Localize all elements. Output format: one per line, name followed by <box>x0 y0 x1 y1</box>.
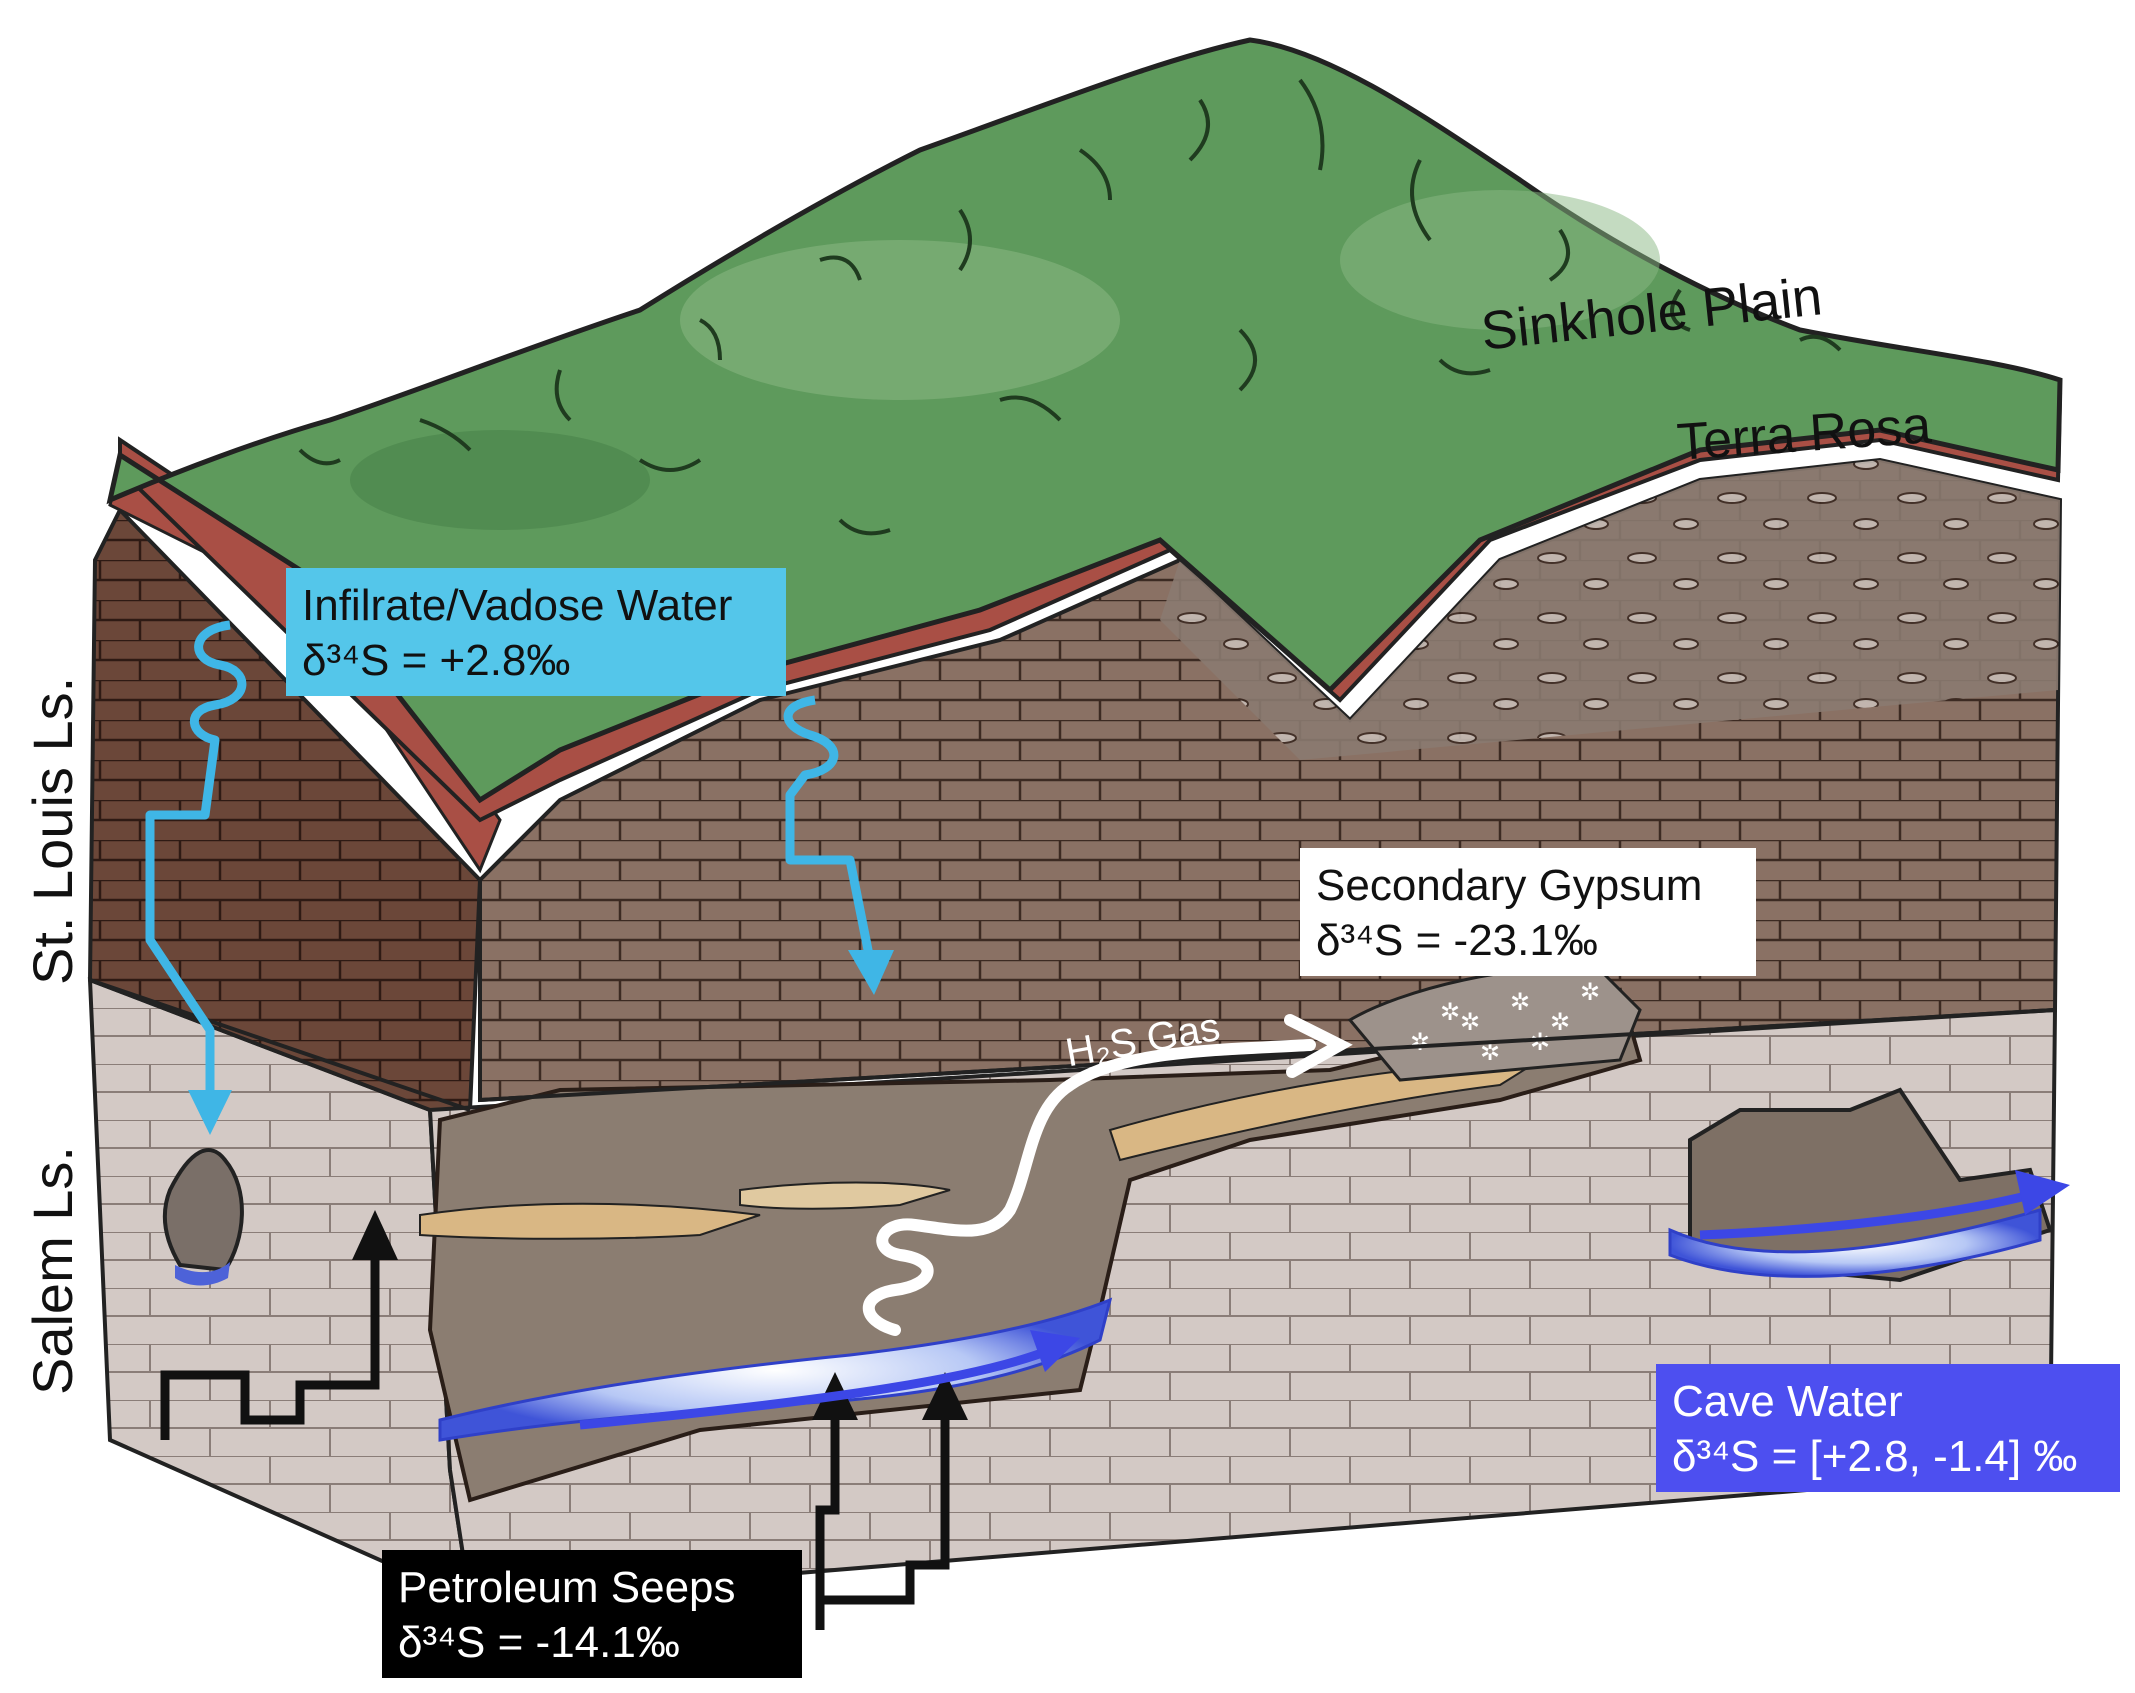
petroleum-arrowhead-right <box>922 1372 968 1420</box>
h2s-gas-arrow <box>862 1039 1316 1336</box>
gypsum-callout: Secondary Gypsum δ³⁴S = -23.1‰ <box>1300 848 1756 976</box>
left-cave-pocket <box>162 1148 244 1273</box>
infiltrate-callout: Infilrate/Vadose Water δ³⁴S = +2.8‰ <box>286 568 786 696</box>
petroleum-seep-arrows <box>160 1250 950 1630</box>
cave-water-arrow-right <box>1699 1190 2032 1240</box>
svg-text:✲: ✲ <box>1530 1028 1550 1056</box>
svg-text:✲: ✲ <box>1550 1008 1570 1036</box>
sand-lens-1 <box>419 1202 761 1240</box>
petroleum-callout: Petroleum Seeps δ³⁴S = -14.1‰ <box>382 1550 802 1678</box>
surface-highlight-1 <box>680 240 1120 400</box>
cave-water-arrow-main <box>579 1345 1052 1430</box>
svg-text:✲: ✲ <box>1480 1038 1500 1066</box>
sand-lens-3 <box>1108 1058 1544 1162</box>
surface-fissures <box>298 78 1842 536</box>
cave-water-callout: Cave Water δ³⁴S = [+2.8, -1.4] ‰ <box>1656 1364 2120 1492</box>
st-louis-label: St. Louis Ls. <box>21 676 84 985</box>
svg-text:✲: ✲ <box>1410 1028 1430 1056</box>
sand-lens-2 <box>739 1181 951 1210</box>
formation-contact <box>89 978 2056 1112</box>
infiltrate-value: δ³⁴S = +2.8‰ <box>302 636 571 685</box>
svg-text:✲: ✲ <box>1460 1008 1480 1036</box>
svg-text:✲: ✲ <box>1510 988 1530 1016</box>
gypsum-title: Secondary Gypsum <box>1316 861 1703 910</box>
cave-water-arrowhead-main <box>1030 1330 1080 1372</box>
svg-text:✲: ✲ <box>1440 998 1460 1026</box>
salem-label: Salem Ls. <box>21 1146 84 1395</box>
cave-water-value: δ³⁴S = [+2.8, -1.4] ‰ <box>1672 1432 2078 1481</box>
petroleum-title: Petroleum Seeps <box>398 1563 736 1612</box>
petroleum-arrowhead-left <box>352 1210 398 1260</box>
svg-text:✲: ✲ <box>1580 978 1600 1006</box>
cave-water-arrowhead-right <box>2015 1170 2070 1215</box>
petroleum-value: δ³⁴S = -14.1‰ <box>398 1618 680 1667</box>
left-cave-water <box>175 1262 230 1286</box>
infiltrate-title: Infilrate/Vadose Water <box>302 581 733 630</box>
vadose-flow-arrows <box>145 620 875 1100</box>
cave-stream-right <box>1668 1208 2042 1278</box>
gypsum-value: δ³⁴S = -23.1‰ <box>1316 916 1598 965</box>
vadose-arrowhead-middle <box>848 950 894 995</box>
vadose-arrowhead-left <box>188 1090 232 1135</box>
h2s-gas-arrowhead <box>1284 1014 1353 1078</box>
surface-highlight-3 <box>350 430 650 530</box>
cave-water-title: Cave Water <box>1672 1377 1903 1426</box>
rubble-zone <box>1160 460 2060 760</box>
